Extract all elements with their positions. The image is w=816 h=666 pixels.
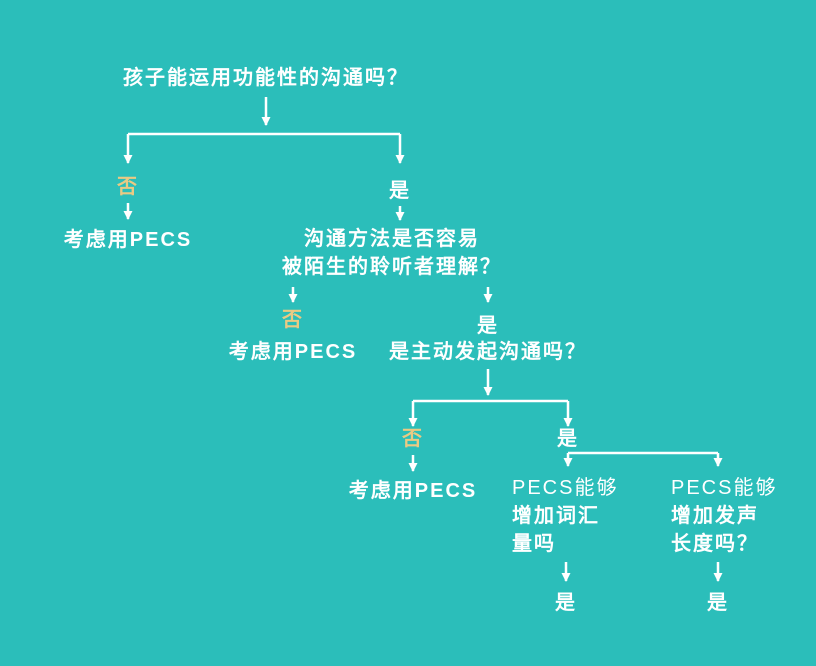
question-line-3: 量吗 <box>512 533 556 555</box>
outcome-consider-pecs-1: 考虑用PECS <box>63 229 193 251</box>
question-line-1: 沟通方法是否容易 <box>304 228 480 250</box>
branch2-no-label: 否 <box>282 309 304 331</box>
question-line-1: PECS能够 <box>512 477 619 499</box>
question-line-2: 增加发声 <box>671 505 759 527</box>
question-pecs-increase-vocalization-length: PECS能够 增加发声 长度吗？ <box>671 474 777 558</box>
branch3-yes-label: 是 <box>557 428 579 450</box>
branch1-yes-label: 是 <box>389 180 411 202</box>
question-functional-communication: 孩子能运用功能性的沟通吗？ <box>123 67 409 89</box>
outcome-consider-pecs-3: 考虑用PECS <box>348 480 478 502</box>
question-line-2: 被陌生的聆听者理解？ <box>282 256 502 278</box>
branch2-yes-label: 是 <box>477 315 499 337</box>
outcome-consider-pecs-2: 考虑用PECS <box>228 341 358 363</box>
branch3-no-label: 否 <box>402 428 424 450</box>
question-initiates-communication: 是主动发起沟通吗？ <box>389 341 587 363</box>
result-vocab-yes-label: 是 <box>555 592 577 614</box>
result-voice-yes-label: 是 <box>707 592 729 614</box>
question-line-3: 长度吗？ <box>671 533 759 555</box>
question-pecs-increase-vocabulary: PECS能够 增加词汇 量吗 <box>512 474 618 558</box>
question-line-1: PECS能够 <box>671 477 778 499</box>
question-understood-by-strangers: 沟通方法是否容易 被陌生的聆听者理解？ <box>282 225 502 281</box>
question-line-2: 增加词汇 <box>512 505 600 527</box>
branch1-no-label: 否 <box>117 176 139 198</box>
